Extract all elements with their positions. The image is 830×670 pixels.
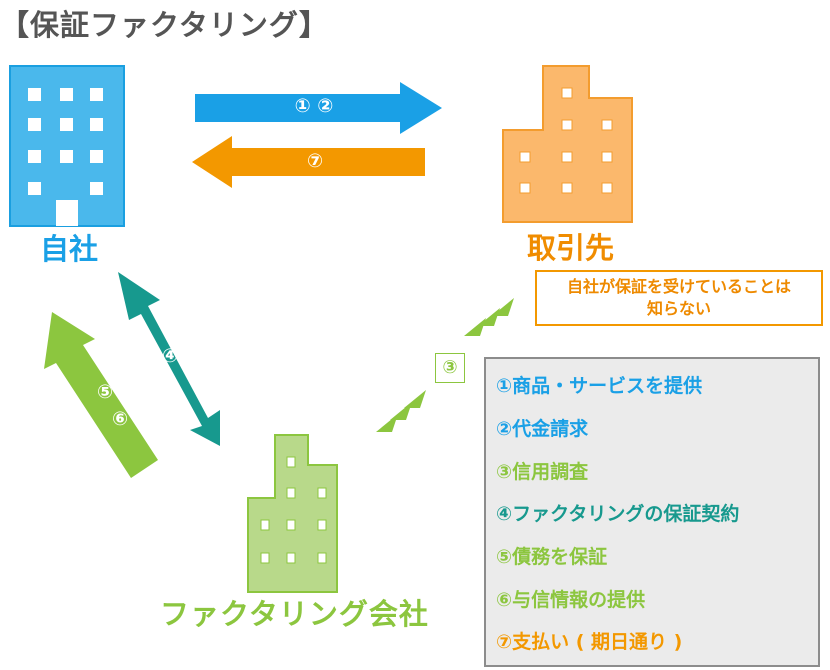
self-building-icon: [9, 65, 125, 227]
page-title: 【保証ファクタリング】: [0, 8, 329, 42]
legend-item: ③信用調査: [496, 461, 589, 483]
legend-item: ④ファクタリングの保証契約: [496, 503, 740, 525]
arrow-self-to-partner: [195, 82, 442, 134]
partner-label: 取引先: [527, 231, 615, 265]
legend-item: ⑦支払い ( 期日通り ): [496, 631, 683, 653]
legend-item: ⑥与信情報の提供: [496, 589, 646, 611]
arrow-partner-to-self: [192, 136, 425, 188]
arrow-label-6: ⑥: [111, 408, 129, 430]
legend-item: ②代金請求: [496, 418, 589, 440]
arrow-label-5: ⑤: [96, 381, 114, 403]
legend-item: ①商品・サービスを提供: [496, 375, 703, 397]
self-label: 自社: [40, 232, 99, 266]
factoring-label: ファクタリング会社: [160, 597, 429, 631]
partner-building-icon: [502, 65, 633, 223]
partner-note: 自社が保証を受けていることは 知らない: [535, 270, 823, 326]
arrow-label-3: ③: [435, 353, 465, 383]
legend: ①商品・サービスを提供 ②代金請求 ③信用調査 ④ファクタリングの保証契約 ⑤債…: [484, 357, 820, 667]
arrow-factoring-to-partner: [376, 298, 514, 432]
partner-note-line2: 知らない: [646, 299, 711, 318]
legend-item: ⑤債務を保証: [496, 546, 608, 568]
arrow-factoring-to-self: [44, 312, 158, 478]
factoring-building-icon: [247, 434, 338, 593]
arrow-label-1-2: ① ②: [294, 95, 334, 117]
partner-note-line1: 自社が保証を受けていることは: [566, 277, 791, 296]
arrow-self-factoring-both: [118, 272, 220, 446]
arrow-label-4: ④: [161, 345, 179, 367]
arrow-label-7: ⑦: [306, 150, 324, 172]
